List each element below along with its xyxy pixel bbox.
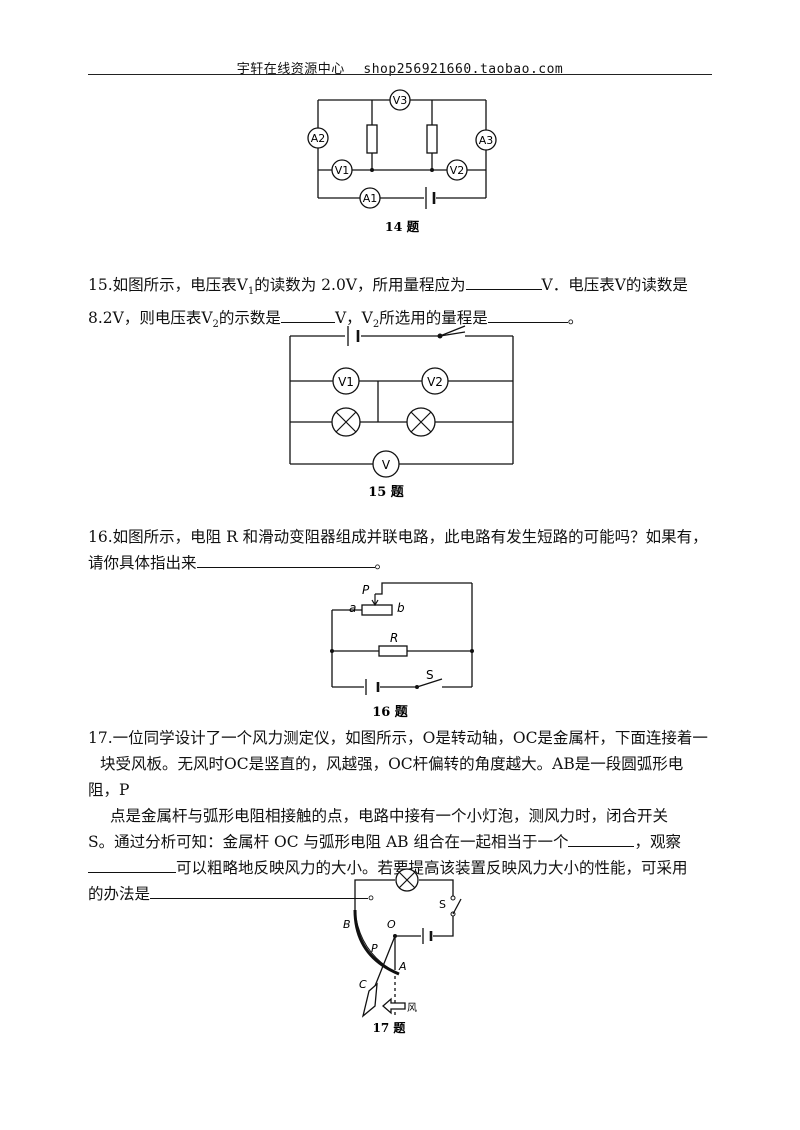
label-v2: V2 xyxy=(427,375,443,389)
switch-symbol xyxy=(437,325,466,339)
label-c: C xyxy=(359,978,367,991)
figure-15-caption: 15 题 xyxy=(368,485,405,500)
resistor-symbol xyxy=(378,645,408,657)
figure-16-circuit: P a b R S 16 题 xyxy=(330,582,474,720)
figure-16-caption: 16 题 xyxy=(372,705,409,720)
label-v1: V1 xyxy=(338,375,354,389)
header-rule xyxy=(88,74,712,75)
label-b: b xyxy=(397,601,405,615)
switch-symbol xyxy=(450,895,462,917)
label-a1: A1 xyxy=(363,192,378,205)
meter-a2 xyxy=(307,127,329,149)
meter-a1 xyxy=(359,187,381,209)
answer-blank[interactable] xyxy=(150,882,369,899)
figure-14-circuit: V3 A2 A3 V1 V2 A1 14 题 xyxy=(307,89,497,234)
label-a2: A2 xyxy=(311,132,326,145)
label-v2: V2 xyxy=(450,164,465,177)
answer-blank[interactable] xyxy=(196,551,375,568)
answer-blank[interactable] xyxy=(487,306,568,324)
header-site: shop256921660.taobao.com xyxy=(363,62,564,77)
lamp-icon xyxy=(331,407,361,437)
lamp-icon xyxy=(406,407,436,437)
lamp-icon xyxy=(395,868,419,892)
meter-v2 xyxy=(446,159,468,181)
label-v1: V1 xyxy=(335,164,350,177)
label-s: S xyxy=(426,668,434,682)
label-p: P xyxy=(362,583,370,597)
figure-17-wind-meter: B O P A C S 风 17 题 xyxy=(343,868,462,1035)
meter-v1 xyxy=(332,367,360,395)
label-p: P xyxy=(371,942,378,955)
answer-blank[interactable] xyxy=(88,856,176,873)
meter-v1 xyxy=(331,159,353,181)
meter-a3 xyxy=(475,129,497,151)
page-header: 宇轩在线资源中心 shop256921660.taobao.com xyxy=(0,58,800,77)
answer-blank[interactable] xyxy=(280,306,335,324)
wind-plate xyxy=(361,982,378,1018)
figure-17-caption: 17 题 xyxy=(373,1021,407,1035)
question-17: 17.一位同学设计了一个风力测定仪，如图所示，O是转动轴，OC是金属杆，下面连接… xyxy=(88,729,708,903)
label-a3: A3 xyxy=(479,134,494,147)
label-r: R xyxy=(390,631,398,645)
battery-symbol xyxy=(365,679,380,695)
meter-v xyxy=(372,450,400,478)
wind-arrow-icon xyxy=(382,997,406,1015)
label-a: a xyxy=(349,601,356,615)
battery-symbol xyxy=(424,186,436,210)
rheostat-symbol xyxy=(361,604,393,616)
label-v: V xyxy=(382,458,391,472)
label-a: A xyxy=(398,960,407,973)
figure-14-caption: 14 题 xyxy=(385,219,420,234)
header-store: 宇轩在线资源中心 xyxy=(236,62,345,77)
label-b: B xyxy=(343,918,351,931)
label-wind: 风 xyxy=(407,1002,417,1014)
meter-v3 xyxy=(389,89,411,111)
answer-blank[interactable] xyxy=(568,830,635,847)
battery-symbol xyxy=(422,928,433,944)
label-o: O xyxy=(387,918,396,931)
label-s: S xyxy=(439,898,446,911)
battery-symbol xyxy=(347,326,360,346)
figure-15-circuit: V1 V2 V 15 题 xyxy=(289,325,514,500)
meter-v2 xyxy=(421,367,449,395)
switch-symbol xyxy=(415,678,443,689)
question-16: 16.如图所示，电阻 R 和滑动变阻器组成并联电路，此电路有发生短路的可能吗？如… xyxy=(88,528,708,572)
answer-blank[interactable] xyxy=(465,273,542,290)
label-v3: V3 xyxy=(393,94,408,107)
